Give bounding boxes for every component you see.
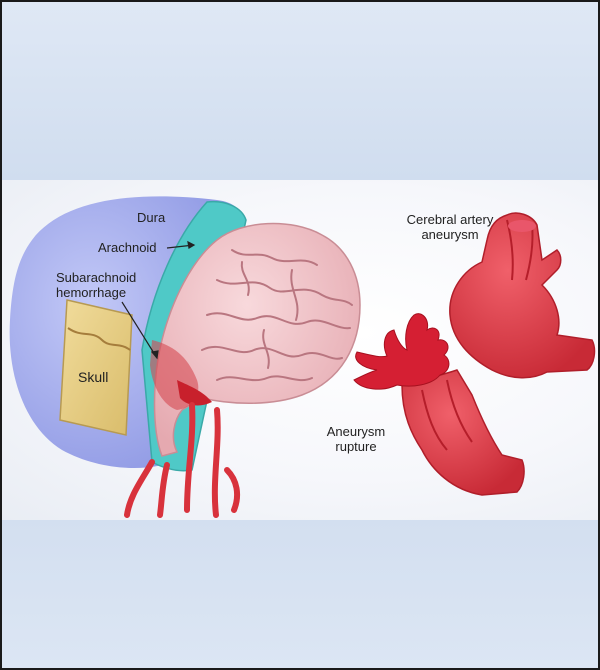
label-rupture-line1: Aneurysm (326, 424, 386, 439)
anatomy-illustration (9, 196, 596, 518)
label-cerebral-line2: aneurysm (421, 227, 479, 242)
label-pointers (121, 240, 196, 360)
ruptured-aneurysm (353, 313, 525, 496)
label-aneurysm-rupture: Aneurysm rupture (314, 424, 398, 454)
cerebral-artery-aneurysm (449, 212, 596, 379)
arteries (124, 402, 241, 518)
label-skull: Skull (78, 369, 109, 385)
label-arachnoid: Arachnoid (98, 240, 157, 255)
label-subarachnoid-hemorrhage: Subarachnoid hemorrhage (56, 270, 136, 300)
label-subarachnoid-line1: Subarachnoid (56, 270, 137, 285)
label-rupture-line2: rupture (335, 439, 377, 454)
label-dura: Dura (137, 210, 166, 225)
top-background-band (2, 2, 598, 180)
label-cerebral-artery-aneurysm: Cerebral artery aneurysm (390, 212, 510, 242)
label-cerebral-line1: Cerebral artery (406, 212, 494, 227)
label-subarachnoid-line2: hemorrhage (56, 285, 127, 300)
skull-plate (59, 299, 133, 436)
bottom-background-band (2, 520, 598, 668)
brain-folds (201, 249, 353, 382)
